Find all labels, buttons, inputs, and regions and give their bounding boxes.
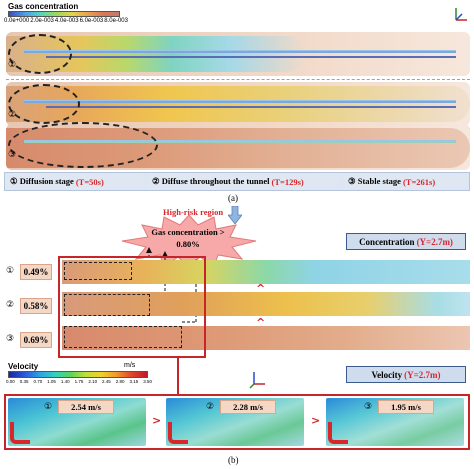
row-number: ① [8,60,17,70]
high-risk-dashed-box [64,326,182,348]
velocity-tick: 3.50 [143,379,152,384]
max-concentration-badge: 0.69% [20,332,52,348]
gas-colorbar-tick: 6.0e-003 [79,18,104,24]
row-number: ③ [6,334,15,344]
velocity-tick: 2.10 [88,379,98,384]
row-number: ② [6,300,15,310]
velocity-tick: 0.00 [6,379,15,384]
axis-triad-icon [249,372,265,389]
velocity-badge: 2.28 m/s [220,400,276,414]
velocity-tick: 0.35 [19,379,29,384]
high-risk-dashed-box [64,262,132,280]
row-number: ② [8,110,17,120]
max-concentration-badge: 0.58% [20,298,52,314]
velocity-badge: 2.54 m/s [58,400,114,414]
gas-threshold-text: Gas concentration > 0.80% [151,227,225,249]
gas-colorbar-tick: 2.0e-003 [30,18,54,24]
concentration-contour-row-2 [62,292,470,316]
greater-than-symbol: > [152,414,162,427]
concentration-contour-row-3 [62,326,470,350]
stage-3-label: ③ Stable stage(T=261s) [344,173,468,190]
row-divider [6,79,470,80]
greater-than-indicator: ^ [256,316,266,329]
concentration-contour-row-1 [62,260,470,284]
dashed-ellipse-highlight [8,84,80,124]
velocity-colorbar-ticks: 0.00 0.35 0.70 1.05 1.40 1.75 2.10 2.45 … [6,379,152,384]
velocity-badge: 1.95 m/s [378,400,434,414]
velocity-tick: 1.05 [47,379,56,384]
concentration-title-box: Concentration(Y=2.7m) [346,233,466,250]
high-risk-dashed-box [64,294,150,316]
velocity-contour-3 [326,398,464,446]
velocity-tick: 2.45 [102,379,111,384]
dashed-ellipse-highlight [8,34,72,74]
down-arrow-icon [228,206,242,224]
row-number: ① [44,402,53,412]
row-number: ① [6,266,15,276]
velocity-unit: m/s [124,362,136,369]
row-number: ③ [8,150,17,160]
high-risk-region-label: High-risk region [163,207,224,217]
row-number: ② [206,402,215,412]
row-number: ③ [364,402,373,412]
gas-colorbar-tick: 0.0e+000 [4,18,30,24]
velocity-title-box: Velocity(Y=2.7m) [346,366,466,383]
velocity-tick: 2.80 [115,379,125,384]
tunnel-model-stage-1 [6,32,470,76]
velocity-tick: 1.75 [74,379,84,384]
greater-than-symbol: > [311,414,321,427]
velocity-tick: 0.70 [33,379,43,384]
dashed-ellipse-highlight [8,122,158,168]
velocity-colorbar [8,371,148,378]
gas-colorbar-title: Gas concentration [8,2,79,11]
velocity-tick: 1.40 [60,379,70,384]
gas-colorbar-tick: 4.0e-003 [54,18,79,24]
caption-a: (a) [228,193,238,203]
caption-b: (b) [228,455,239,465]
velocity-colorbar-title: Velocity [8,362,39,371]
max-concentration-badge: 0.49% [20,264,52,280]
greater-than-indicator: ^ [256,282,266,295]
velocity-tick: 3.15 [129,379,139,384]
gas-colorbar-tick: 8.0e-003 [104,18,128,24]
gas-concentration-colorbar [8,11,120,17]
gas-colorbar-ticks: 0.0e+000 2.0e-003 4.0e-003 6.0e-003 8.0e… [4,18,128,24]
high-risk-red-frame [58,256,206,358]
axis-triad-icon [455,8,467,21]
stage-2-label: ② Diffuse throughout the tunnel(T=129s) [148,173,338,190]
stage-1-label: ① Diffusion stage(T=50s) [6,173,144,190]
tunnel-model-stage-2 [6,82,470,126]
